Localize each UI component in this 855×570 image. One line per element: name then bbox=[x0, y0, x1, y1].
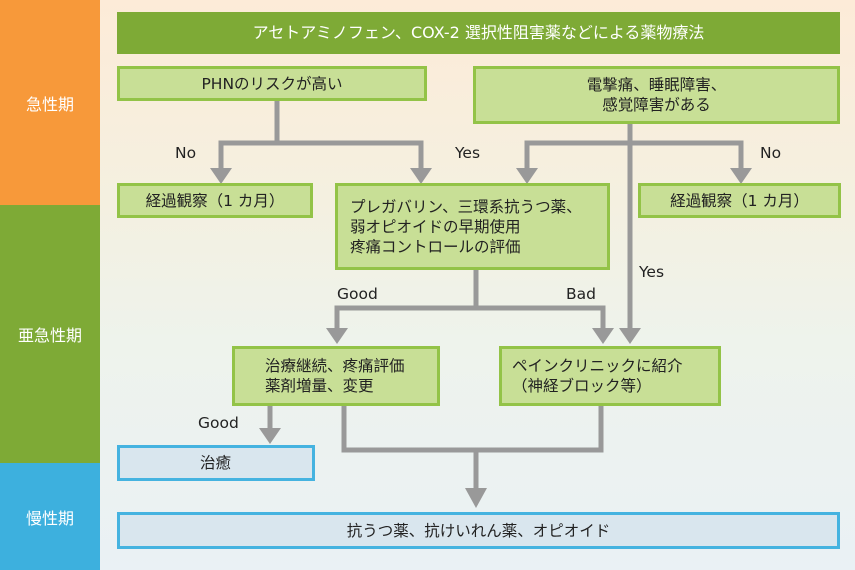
node-chronic-drugs: 抗うつ薬、抗けいれん薬、オピオイド bbox=[117, 512, 840, 549]
node-cured: 治癒 bbox=[117, 445, 315, 481]
phase-acute: 急性期 bbox=[0, 0, 100, 205]
node-pain-clinic-line1: ペインクリニックに紹介 bbox=[512, 357, 683, 375]
node-early-use: プレガバリン、三環系抗うつ薬、 弱オピオイドの早期使用 疼痛コントロールの評価 bbox=[335, 183, 610, 270]
connector-early-branch bbox=[334, 305, 606, 330]
node-early-use-line2: 弱オピオイドの早期使用 bbox=[350, 217, 521, 236]
node-symptoms-line2: 感覚障害がある bbox=[602, 96, 711, 114]
label-symptoms-yes: Yes bbox=[639, 263, 665, 281]
arrowhead-early-use-right bbox=[516, 168, 538, 184]
phase-chronic: 慢性期 bbox=[0, 463, 100, 570]
connector-merge bbox=[341, 405, 604, 453]
node-observe-right: 経過観察（1 カ月） bbox=[638, 183, 841, 218]
arrowhead-continue bbox=[326, 328, 348, 344]
arrowhead-pain-yes bbox=[619, 328, 641, 344]
label-symptoms-no: No bbox=[760, 144, 782, 162]
arrowhead-early-use bbox=[410, 168, 432, 184]
node-early-use-line1: プレガバリン、三環系抗うつ薬、 bbox=[350, 197, 582, 216]
node-observe-left: 経過観察（1 カ月） bbox=[117, 183, 313, 218]
node-continue-line2: 薬剤増量、変更 bbox=[265, 377, 374, 395]
label-early-bad: Bad bbox=[566, 285, 596, 303]
label-phn-yes: Yes bbox=[455, 144, 481, 162]
node-symptoms: 電撃痛、睡眠障害、 感覚障害がある bbox=[473, 66, 840, 124]
label-continue-good: Good bbox=[198, 414, 239, 432]
arrowhead-chronic bbox=[465, 488, 487, 508]
node-early-use-line3: 疼痛コントロールの評価 bbox=[350, 237, 521, 256]
label-phn-no: No bbox=[175, 144, 197, 162]
connector-phn-branch bbox=[218, 140, 424, 170]
node-continue-line1: 治療継続、疼痛評価 bbox=[265, 357, 405, 375]
arrowhead-cured bbox=[259, 428, 281, 444]
node-symptoms-line1: 電撃痛、睡眠障害、 bbox=[586, 76, 727, 94]
arrowhead-observe-right bbox=[730, 168, 752, 184]
node-top-therapy: アセトアミノフェン、COX-2 選択性阻害薬などによる薬物療法 bbox=[117, 12, 840, 54]
arrowhead-pain-bad bbox=[592, 328, 614, 344]
node-pain-clinic-line2: （神経ブロック等） bbox=[512, 377, 652, 395]
arrowhead-observe-left bbox=[210, 168, 232, 184]
node-continue-treatment: 治療継続、疼痛評価 薬剤増量、変更 bbox=[232, 346, 440, 406]
label-early-good: Good bbox=[337, 285, 378, 303]
phase-subacute: 亜急性期 bbox=[0, 205, 100, 463]
node-pain-clinic: ペインクリニックに紹介 （神経ブロック等） bbox=[499, 346, 721, 406]
connector-symptoms-branch bbox=[524, 140, 744, 170]
node-phn-risk: PHNのリスクが高い bbox=[117, 66, 427, 101]
